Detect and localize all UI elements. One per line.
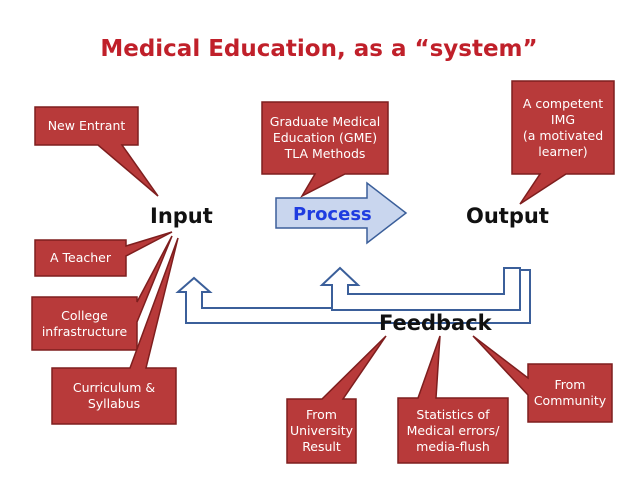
diagram-title: Medical Education, as a “system” bbox=[100, 36, 538, 62]
callout-community bbox=[472, 335, 613, 423]
feedback-label: Feedback bbox=[379, 311, 492, 335]
callout-statistics bbox=[397, 335, 509, 464]
callout-statistics-text: Statistics of Medical errors/ media-flus… bbox=[406, 406, 500, 454]
callout-new-entrant-text: New Entrant bbox=[47, 118, 126, 133]
process-label: Process bbox=[293, 204, 372, 225]
input-label: Input bbox=[150, 204, 213, 228]
callout-community-text: From Community bbox=[533, 377, 607, 408]
process-arrow bbox=[275, 181, 408, 245]
callout-curriculum-text: Curriculum & Syllabus bbox=[72, 380, 156, 411]
callout-college bbox=[31, 235, 173, 351]
callout-teacher-text: A Teacher bbox=[49, 250, 111, 265]
callout-new-entrant bbox=[34, 106, 159, 197]
output-label: Output bbox=[466, 204, 549, 228]
callout-college-text: College infrastructure bbox=[41, 307, 128, 339]
callout-university-text: From University Result bbox=[289, 407, 354, 454]
feedback-inner-arrow bbox=[319, 266, 521, 311]
callout-university bbox=[286, 335, 387, 464]
callout-gme-text: Graduate Medical Education (GME) TLA Met… bbox=[269, 114, 381, 161]
callout-gme bbox=[261, 101, 389, 198]
callout-teacher bbox=[34, 231, 173, 277]
callout-competent-img-text: A competent IMG (a motivated learner) bbox=[522, 95, 604, 159]
callout-curriculum bbox=[51, 237, 179, 425]
callout-competent-img bbox=[511, 80, 615, 205]
